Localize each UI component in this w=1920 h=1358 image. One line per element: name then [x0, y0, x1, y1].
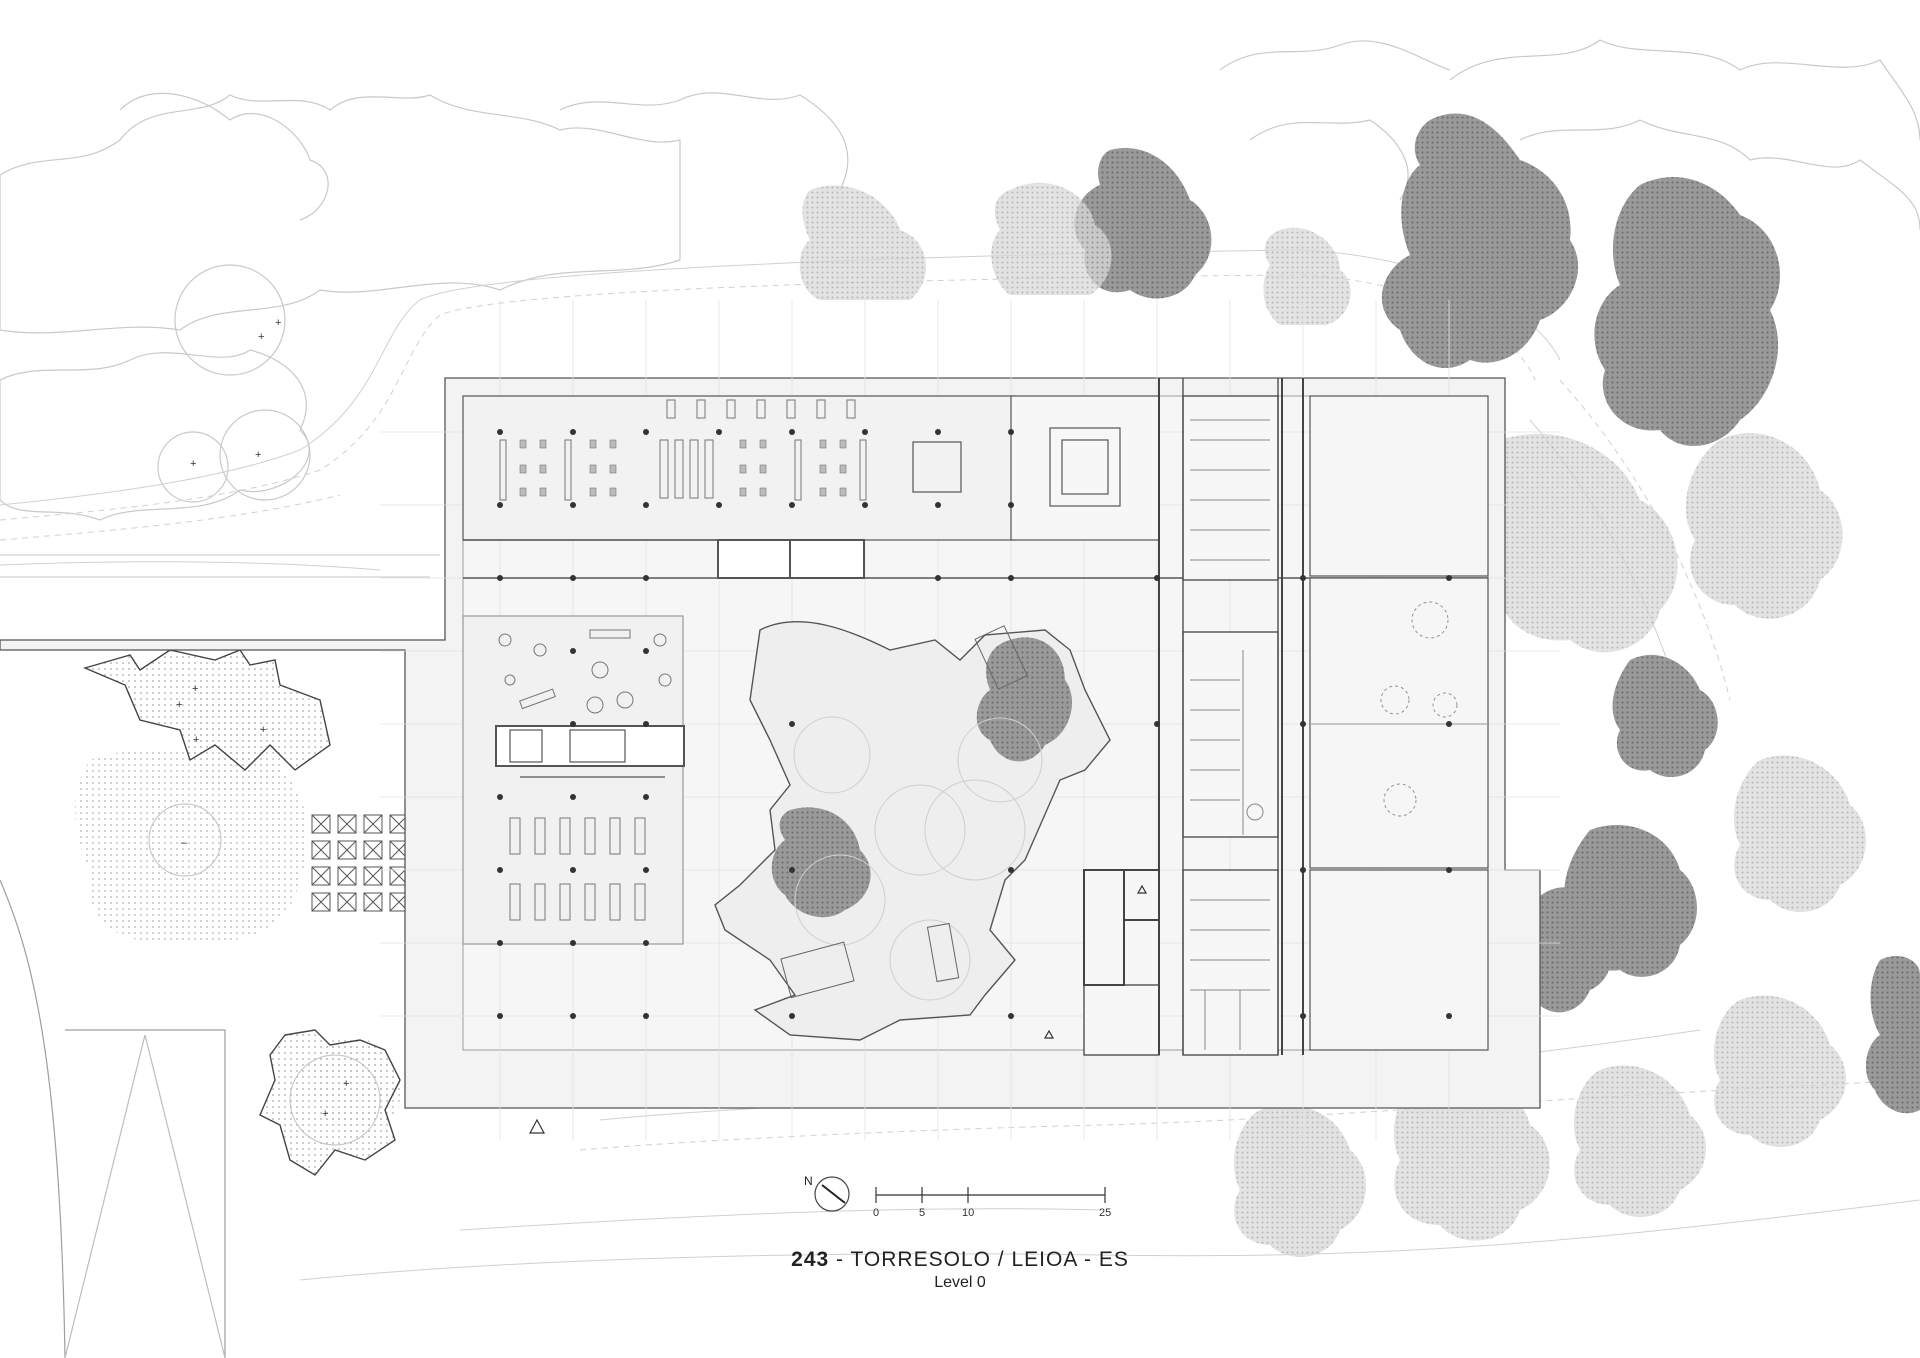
svg-text:+: +	[322, 1108, 328, 1120]
planter-cross	[363, 840, 383, 860]
west-desks	[498, 629, 672, 921]
east-core-partitions	[1190, 419, 1270, 1050]
planter-cross	[311, 866, 331, 886]
light-tree-clusters	[754, 182, 1867, 1257]
scale-tick-25: 25	[1099, 1207, 1111, 1219]
drawing-title: 243 - TORRESOLO / LEIOA - ES	[0, 1248, 1920, 1272]
planter-box	[337, 892, 357, 912]
planter-grid	[311, 814, 409, 912]
planter-cross	[363, 892, 383, 912]
planter-markers: + + + + + + – + + + +	[176, 317, 349, 1120]
planter-cross	[337, 814, 357, 834]
north-seating	[519, 439, 847, 497]
planter-box	[363, 814, 383, 834]
planter-cross	[337, 840, 357, 860]
planter-cross	[311, 892, 331, 912]
scale-tick-5: 5	[919, 1207, 925, 1219]
planter-cross	[363, 814, 383, 834]
planter-box	[363, 892, 383, 912]
planter-box	[337, 814, 357, 834]
east-core	[1083, 378, 1304, 1056]
east-classrooms	[1309, 395, 1489, 1051]
west-reading-room	[462, 615, 685, 945]
svg-text:+: +	[258, 331, 264, 343]
planter-box	[311, 814, 331, 834]
atrium-circles	[793, 716, 1043, 1001]
level-label: Level 0	[934, 1274, 986, 1291]
classroom-furniture	[1380, 601, 1458, 817]
title-block: 243 - TORRESOLO / LEIOA - ES Level 0	[0, 1248, 1920, 1292]
columns	[497, 429, 1452, 1019]
project-name: TORRESOLO / LEIOA - ES	[850, 1248, 1129, 1271]
atrium-stairs	[780, 625, 1028, 999]
svg-text:–: –	[181, 837, 188, 849]
planter-box	[311, 840, 331, 860]
planter-box	[363, 866, 383, 886]
svg-text:+: +	[192, 683, 198, 695]
library-shelves	[499, 399, 867, 501]
scale-bar: 0 5 10 25	[873, 1187, 1111, 1219]
scale-tick-10: 10	[962, 1207, 974, 1219]
entry-markers	[528, 884, 1148, 1134]
svg-text:+: +	[275, 317, 281, 329]
planter-box	[337, 840, 357, 860]
planters-west	[82, 649, 401, 1176]
planter-cross	[311, 840, 331, 860]
planter-box	[311, 892, 331, 912]
north-label: N	[804, 1174, 813, 1188]
project-number: 243	[791, 1248, 830, 1271]
north-wing	[462, 395, 1488, 579]
planter-box	[363, 840, 383, 860]
svg-text:+: +	[255, 449, 261, 461]
planter-cross	[337, 866, 357, 886]
svg-text:+: +	[190, 458, 196, 470]
planter-box	[337, 866, 357, 886]
north-arrow: N	[804, 1174, 850, 1212]
svg-text:+: +	[343, 1078, 349, 1090]
svg-text:+: +	[260, 724, 266, 736]
planter-cross	[311, 814, 331, 834]
planter-box	[311, 866, 331, 886]
svg-text:+: +	[193, 734, 199, 746]
planter-cross	[363, 866, 383, 886]
title-separator: -	[829, 1248, 851, 1271]
planter-cross	[337, 892, 357, 912]
scale-tick-0: 0	[873, 1207, 879, 1219]
svg-text:+: +	[176, 699, 182, 711]
